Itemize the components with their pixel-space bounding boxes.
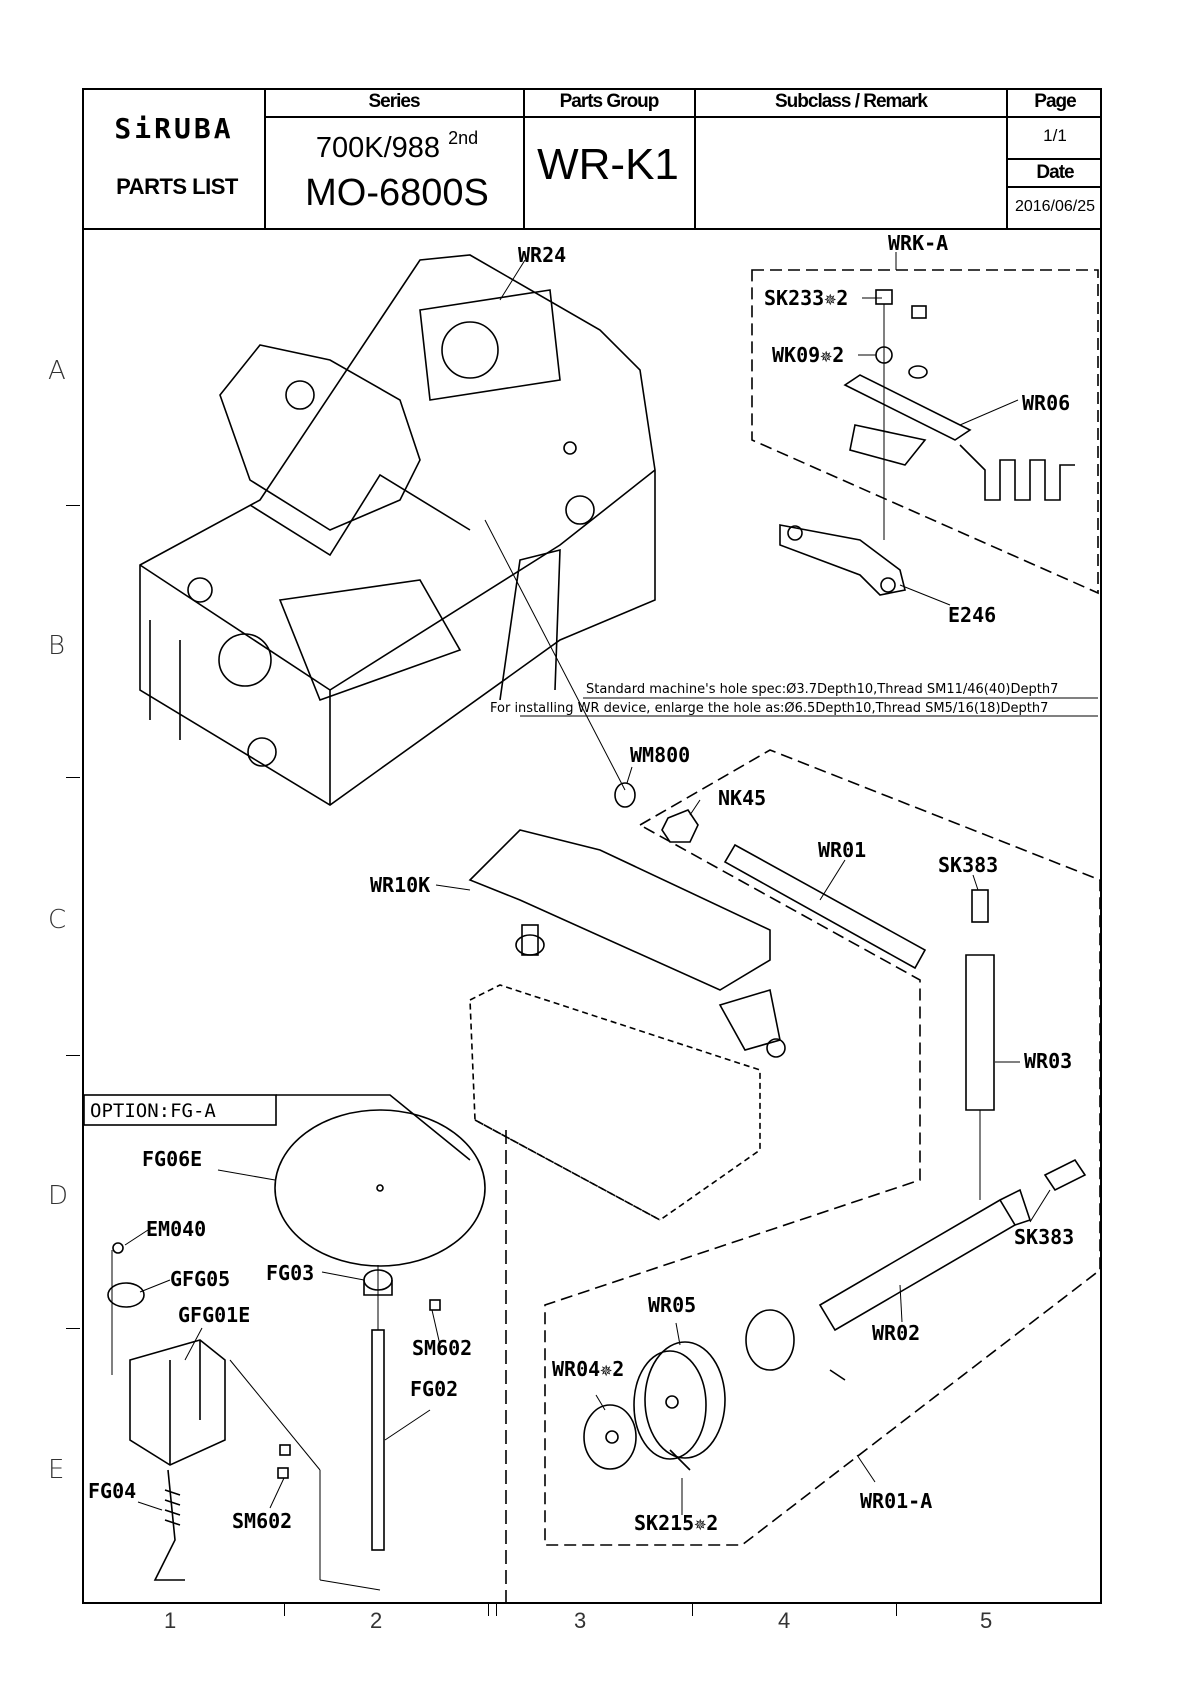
callout-wr01: WR01 <box>818 838 866 862</box>
page-label: Page <box>1034 91 1076 112</box>
wrk-a-group-outline <box>751 269 1099 595</box>
col-tick <box>284 1604 285 1616</box>
col-tick <box>488 1604 489 1616</box>
date-value: 2016/06/25 <box>1014 198 1096 215</box>
callout-wr10k: WR10K <box>370 873 430 897</box>
title-block: SiRUBA PARTS LIST Series Parts Group Sub… <box>82 88 1102 230</box>
fg06e-plate <box>274 1109 486 1267</box>
callout-sk383-bottom: SK383 <box>1014 1225 1074 1249</box>
callout-fg06e: FG06E <box>142 1147 202 1171</box>
col-label-4: 4 <box>778 1608 791 1633</box>
spec-note-standard: Standard machine's hole spec:Ø3.7Depth10… <box>586 682 1058 697</box>
callout-wr05: WR05 <box>648 1293 696 1317</box>
series-sup: 2nd <box>448 128 479 148</box>
callout-fg04: FG04 <box>88 1479 136 1503</box>
row-label-b: B <box>48 631 66 661</box>
divider <box>523 88 525 230</box>
col-label-1: 1 <box>164 1608 177 1633</box>
callout-em040: EM040 <box>146 1217 206 1241</box>
row-tick <box>66 1328 80 1329</box>
callout-wm800: WM800 <box>630 743 690 767</box>
option-box-label: OPTION:FG-A <box>90 1100 216 1122</box>
date-label: Date <box>1036 162 1074 183</box>
series-line1: 700K/988 2nd <box>267 128 527 165</box>
row-tick <box>66 505 80 506</box>
callout-wr24: WR24 <box>518 243 566 267</box>
parts-group: WR-K1 <box>537 140 679 189</box>
row-label-e: E <box>48 1455 65 1485</box>
divider <box>264 116 1102 118</box>
machine-body-illustration <box>139 254 656 806</box>
row-label-d: D <box>48 1181 69 1211</box>
callout-sk215: SK215✵2 <box>634 1511 718 1535</box>
callout-wrk-a: WRK-A <box>888 231 948 255</box>
callout-gfg01e: GFG01E <box>178 1303 250 1327</box>
col-label-3: 3 <box>574 1608 587 1633</box>
col-label-2: 2 <box>370 1608 383 1633</box>
callout-fg03: FG03 <box>266 1261 314 1285</box>
doc-title: PARTS LIST <box>116 174 238 199</box>
series-label: Series <box>368 91 420 112</box>
col-label-5: 5 <box>980 1608 993 1633</box>
callout-sm602-lower: SM602 <box>232 1509 292 1533</box>
callout-wr06: WR06 <box>1022 391 1070 415</box>
row-label-a: A <box>48 356 66 386</box>
divider <box>82 228 1102 230</box>
callout-nk45: NK45 <box>718 786 766 810</box>
col-tick <box>896 1604 897 1616</box>
col-tick <box>692 1604 693 1616</box>
divider <box>1006 158 1102 160</box>
row-tick <box>66 777 80 778</box>
callout-e246: E246 <box>948 603 996 627</box>
callout-sk233: SK233✵2 <box>764 286 848 310</box>
series-model: 700K/988 <box>315 132 441 164</box>
callout-sk383-top: SK383 <box>938 853 998 877</box>
callout-wk09: WK09✵2 <box>772 343 844 367</box>
divider <box>264 88 266 230</box>
spec-note-enlarge: For installing WR device, enlarge the ho… <box>490 701 1048 716</box>
callout-gfg05: GFG05 <box>170 1267 230 1291</box>
parts-group-label: Parts Group <box>559 91 660 112</box>
callout-wr02: WR02 <box>872 1321 920 1345</box>
divider <box>1006 186 1102 188</box>
divider <box>694 88 696 230</box>
callout-wr01-a: WR01-A <box>860 1489 932 1513</box>
series-line2: MO-6800S <box>305 172 489 214</box>
page-value: 1/1 <box>1043 126 1067 145</box>
callout-sm602-upper: SM602 <box>412 1336 472 1360</box>
col-tick <box>496 1604 497 1616</box>
subclass-label: Subclass / Remark <box>775 91 928 112</box>
wr01-a-group-outline <box>544 749 1101 1546</box>
callout-wr04: WR04✵2 <box>552 1357 624 1381</box>
drawing-frame <box>82 88 1102 1604</box>
option-box-outline <box>83 1094 277 1126</box>
callout-fg02: FG02 <box>410 1377 458 1401</box>
row-tick <box>66 1055 80 1056</box>
callout-wr03: WR03 <box>1024 1049 1072 1073</box>
siruba-logo: SiRUBA <box>114 112 234 145</box>
row-label-c: C <box>48 905 67 935</box>
